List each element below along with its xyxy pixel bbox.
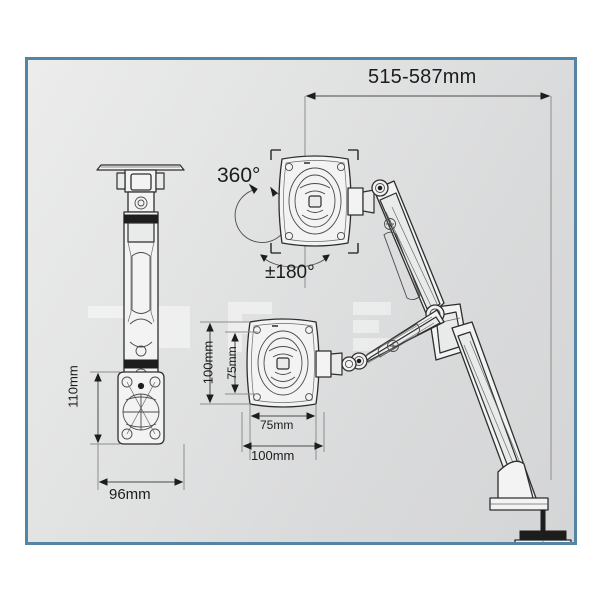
diagram-frame: 515-587mm 360° ±180° 100mm 75mm 75mm 100…: [25, 57, 577, 545]
vesa-height-dimensions: [200, 321, 258, 405]
product-linework: [88, 92, 572, 542]
reach-dimension-label: 515-587mm: [368, 66, 477, 88]
vesa-width-dimensions: [241, 404, 325, 460]
upper-vesa-plate: [270, 149, 375, 254]
side-width-dimension: [97, 444, 185, 490]
vesa-width-inner-label: 75mm: [260, 418, 294, 432]
reach-dimension: [304, 92, 552, 480]
lower-arm-assembly: [350, 309, 445, 370]
rotation-arrow-360: [234, 183, 290, 243]
vesa-height-inner-label: 75mm: [225, 346, 239, 380]
side-profile-view: [96, 164, 185, 445]
lower-vesa-plate: [246, 318, 357, 408]
rotation-label-360: 360°: [217, 164, 261, 187]
post-and-desk-mount: [451, 321, 572, 542]
vesa-width-outer-label: 100mm: [251, 448, 295, 463]
swivel-label-180: ±180°: [265, 262, 315, 283]
swivel-arc-180: [260, 254, 330, 268]
upper-arm-assembly: [371, 179, 445, 319]
diagram-sheet: 515-587mm 360° ±180° 100mm 75mm 75mm 100…: [28, 60, 574, 542]
vesa-height-outer-label: 100mm: [200, 340, 216, 385]
side-width-label: 96mm: [109, 486, 151, 503]
side-height-dimension: [90, 371, 120, 445]
side-height-label: 110mm: [65, 365, 81, 408]
